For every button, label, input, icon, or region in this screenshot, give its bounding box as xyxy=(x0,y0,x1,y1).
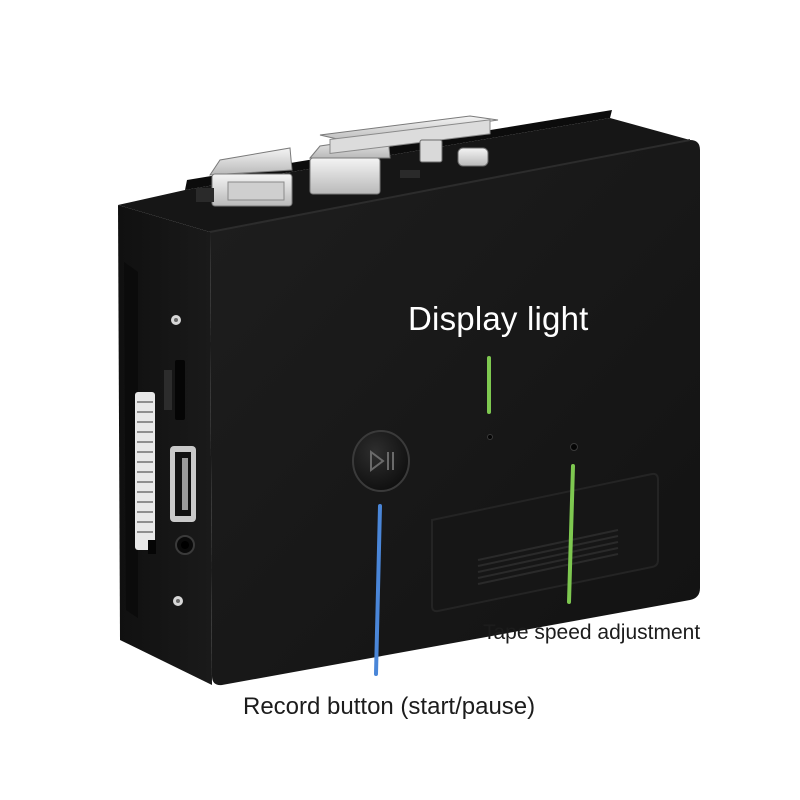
record-button-pointer xyxy=(374,504,382,676)
tape-speed-pointer xyxy=(567,464,575,604)
front-panel xyxy=(209,139,700,686)
tape-speed-label: Tape speed adjustment xyxy=(483,621,701,644)
left-side-panel xyxy=(118,205,212,685)
record-button-label: Record button (start/pause) xyxy=(243,693,536,720)
play-pause-icon xyxy=(370,450,394,472)
piano-keys xyxy=(196,115,499,207)
record-button xyxy=(352,430,410,492)
display-light-label: Display light xyxy=(408,300,589,337)
